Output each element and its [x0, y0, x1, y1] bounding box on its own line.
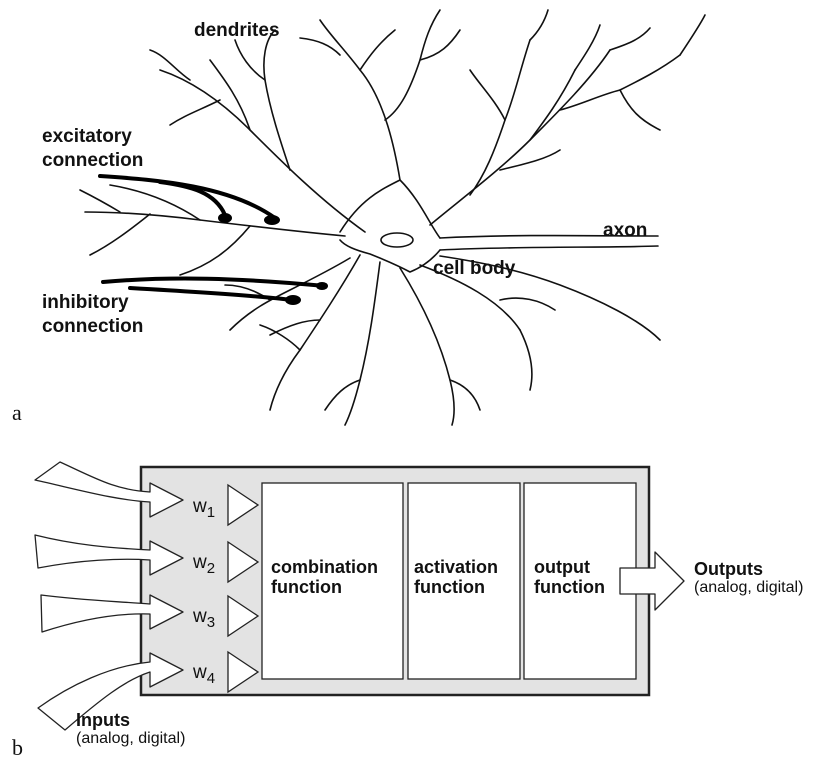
outputs-title: Outputs [694, 559, 763, 580]
weight-label-3: w3 [193, 606, 215, 631]
outputs-detail: (analog, digital) [694, 578, 803, 597]
panel-b-letter: b [12, 735, 23, 761]
weight-label-1: w1 [193, 496, 215, 521]
weight-label-4: w4 [193, 662, 215, 687]
inputs-title: Inputs [76, 710, 130, 731]
inputs-detail: (analog, digital) [76, 729, 185, 748]
weight-label-2: w2 [193, 552, 215, 577]
